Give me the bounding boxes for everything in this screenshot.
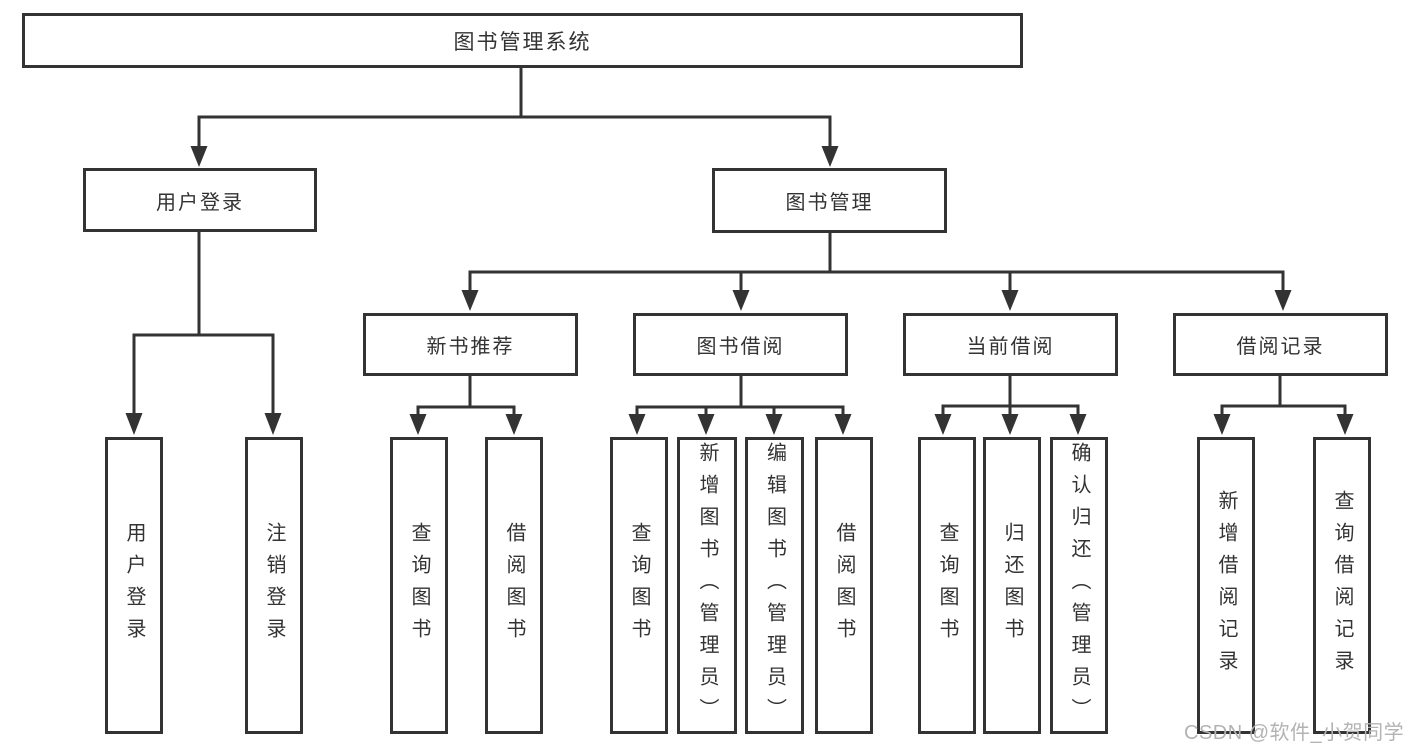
branch-user-login	[125, 232, 282, 435]
node-label: 查询图书	[936, 521, 958, 650]
leaf-borrow-books: 借阅图书	[815, 437, 873, 734]
node-label: 借阅记录	[1236, 336, 1325, 358]
node-label: 图书管理系统	[453, 30, 592, 54]
branch-book-management	[461, 233, 1292, 311]
node-label: 当前借阅	[966, 336, 1055, 358]
node-label: 借阅图书	[503, 521, 525, 650]
node-label: 查询借阅记录	[1331, 489, 1353, 682]
node-label: 归还图书	[1001, 521, 1023, 650]
leaf-add-borrow-record: 新增借阅记录	[1197, 437, 1255, 734]
leaf-query-books-recommend: 查询图书	[390, 437, 448, 734]
node-label: 新增借阅记录	[1215, 489, 1237, 682]
leaf-query-borrow-record: 查询借阅记录	[1313, 437, 1371, 734]
leaf-query-books-borrowing: 查询图书	[610, 437, 668, 734]
branch-borrowing-records	[1213, 376, 1354, 435]
leaf-confirm-return-admin: 确认归还（管理员）	[1050, 437, 1108, 734]
node-book-management: 图书管理	[712, 168, 947, 233]
leaf-add-books-admin: 新增图书（管理员）	[677, 437, 737, 734]
node-current-borrowing: 当前借阅	[903, 313, 1118, 376]
node-borrowing-records: 借阅记录	[1173, 313, 1388, 376]
node-label: 确认归还（管理员）	[1068, 441, 1090, 730]
leaf-logout: 注销登录	[245, 437, 303, 734]
node-library-management-system: 图书管理系统	[22, 13, 1023, 68]
node-label: 新书推荐	[426, 336, 515, 358]
leaf-user-login: 用户登录	[105, 437, 163, 734]
csdn-watermark: CSDN @软件_小贺同学	[1184, 722, 1405, 744]
node-label: 用户登录	[156, 191, 244, 214]
leaf-borrow-books-recommend: 借阅图书	[485, 437, 543, 734]
branch-new-book-recommend	[409, 376, 523, 435]
leaf-edit-books-admin: 编辑图书（管理员）	[745, 437, 804, 734]
leaf-return-books: 归还图书	[983, 437, 1041, 734]
node-label: 用户登录	[123, 521, 145, 650]
node-label: 查询图书	[628, 521, 650, 650]
branch-root	[190, 68, 839, 167]
leaf-query-books-current: 查询图书	[918, 437, 976, 734]
node-label: 图书借阅	[696, 336, 785, 358]
node-label: 查询图书	[408, 521, 430, 650]
node-label: 图书管理	[785, 192, 874, 214]
node-new-book-recommend: 新书推荐	[363, 313, 578, 376]
node-label: 注销登录	[263, 521, 285, 650]
branch-current-borrowing	[934, 376, 1087, 435]
node-label: 编辑图书（管理员）	[763, 441, 786, 730]
branch-book-borrowing	[628, 376, 852, 435]
node-label: 新增图书（管理员）	[696, 441, 718, 730]
node-book-borrowing: 图书借阅	[633, 313, 848, 376]
node-user-login: 用户登录	[83, 168, 317, 232]
node-label: 借阅图书	[833, 521, 855, 650]
